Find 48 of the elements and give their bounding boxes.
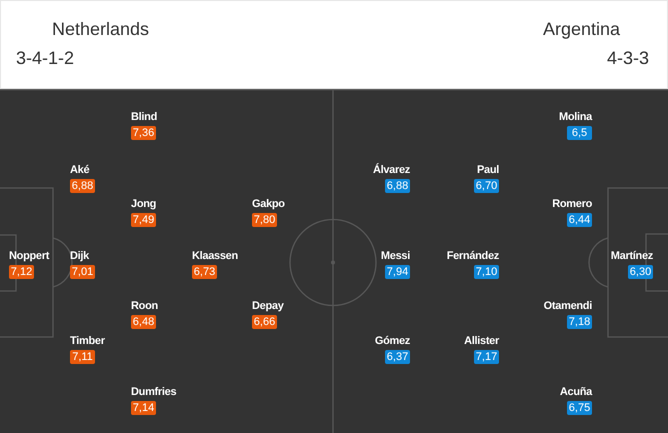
player-name: Romero	[552, 197, 592, 211]
rating-badge: 6,88	[385, 179, 410, 193]
rating-badge: 7,36	[131, 126, 156, 140]
rating-badge: 7,18	[567, 315, 592, 329]
player-name: Messi	[380, 249, 410, 263]
player-name: Acuña	[560, 385, 592, 399]
player-name: Noppert	[9, 249, 50, 263]
rating-badge: 6,44	[567, 213, 592, 227]
player-name: Timber	[70, 334, 105, 348]
rating-badge: 7,10	[474, 265, 499, 279]
rating-badge: 7,17	[474, 350, 499, 364]
player-name: Otamendi	[544, 299, 592, 313]
rating-badge: 7,12	[9, 265, 34, 279]
player-name: Martínez	[610, 249, 653, 263]
player-name: Dijk	[70, 249, 89, 263]
rating-badge: 7,94	[385, 265, 410, 279]
rating-badge: 6,70	[474, 179, 499, 193]
player-name: Molina	[558, 110, 592, 124]
player-name: Gómez	[374, 334, 410, 348]
rating-badge: 6,73	[192, 265, 217, 279]
rating-badge: 6,37	[385, 350, 410, 364]
formation: 3-4-1-2	[16, 47, 74, 69]
rating-badge: 6,5	[567, 126, 592, 140]
player-name: Dumfries	[131, 385, 176, 399]
player-name: Jong	[131, 197, 156, 211]
rating-badge: 7,80	[252, 213, 277, 227]
player-name: Klaassen	[192, 249, 238, 263]
rating-badge: 6,88	[70, 179, 95, 193]
formation: 4-3-3	[606, 47, 649, 69]
player-name: Aké	[70, 163, 90, 177]
player-name: Paul	[476, 163, 499, 177]
player-name: Allister	[464, 334, 499, 348]
rating-badge: 7,49	[131, 213, 156, 227]
rating-badge: 7,01	[70, 265, 95, 279]
rating-badge: 6,48	[131, 315, 156, 329]
player-name: Gakpo	[252, 197, 285, 211]
player-name: Blind	[131, 110, 157, 124]
rating-badge: 6,66	[252, 315, 277, 329]
player-name: Álvarez	[372, 163, 410, 177]
player-name: Fernández	[446, 249, 499, 263]
player-name: Roon	[131, 299, 158, 313]
rating-badge: 6,75	[567, 401, 592, 415]
player-name: Depay	[252, 299, 284, 313]
rating-badge: 6,30	[628, 265, 653, 279]
rating-badge: 7,11	[70, 350, 95, 364]
team-name: Netherlands	[52, 18, 150, 40]
rating-badge: 7,14	[131, 401, 156, 415]
team-name: Argentina	[542, 18, 620, 40]
